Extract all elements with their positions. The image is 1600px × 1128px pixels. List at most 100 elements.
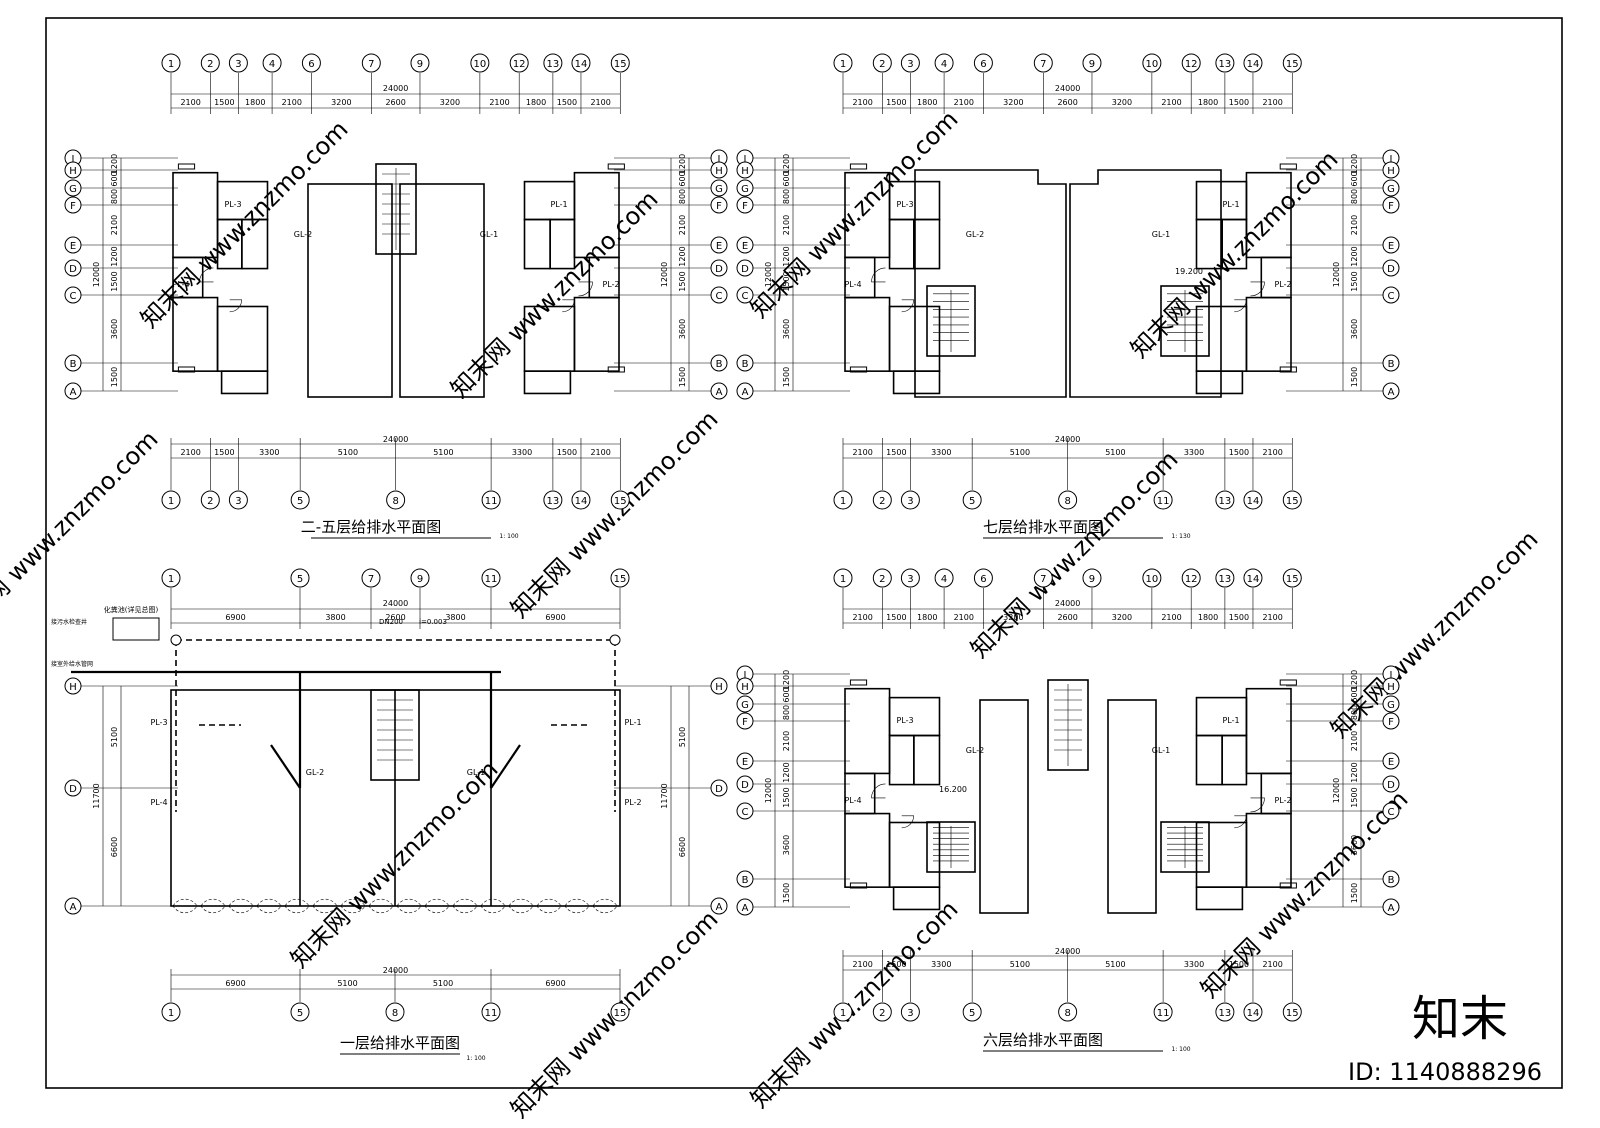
axis-bubble <box>1282 568 1302 588</box>
row-bubble <box>64 677 82 695</box>
axis-bubble <box>900 490 920 510</box>
dimension-label: 1500 <box>886 960 906 969</box>
row-bubble <box>710 179 728 197</box>
row-bubble-label: J <box>717 154 721 165</box>
axis-bubble <box>228 490 248 510</box>
vdim-total: 11700 <box>92 783 101 808</box>
dimension-label: 3200 <box>1112 613 1132 622</box>
row-bubble <box>736 286 754 304</box>
vdim-label: 1200 <box>110 154 119 174</box>
room <box>844 687 891 775</box>
vdim-label: 1500 <box>110 271 119 291</box>
axis-bubble-label: 1 <box>168 59 174 70</box>
pl4-label: PL-4 <box>844 796 861 805</box>
plan-scale: 1: 130 <box>1171 533 1190 540</box>
dimension-label: 3300 <box>1184 960 1204 969</box>
axis-bubble <box>1142 53 1162 73</box>
axis-bubble <box>934 568 954 588</box>
living-room <box>399 183 485 398</box>
row-bubble <box>736 354 754 372</box>
axis-bubble <box>610 490 630 510</box>
dimension-label: 6900 <box>225 613 245 622</box>
pl1-label: PL-1 <box>1222 200 1239 209</box>
row-bubble <box>736 236 754 254</box>
room <box>888 821 941 888</box>
dimension-label: 2100 <box>1262 448 1282 457</box>
row-bubble-label: B <box>1388 875 1395 886</box>
room <box>844 772 876 815</box>
row-bubble-label: J <box>1389 154 1393 165</box>
gl1-label: GL-1 <box>1152 746 1171 755</box>
axis-bubble-label: 3 <box>235 496 241 507</box>
axis-bubble <box>410 568 430 588</box>
dimension-label: 1800 <box>1198 98 1218 107</box>
axis-bubble <box>833 1002 853 1022</box>
room <box>1195 734 1223 786</box>
water-branch <box>270 744 301 789</box>
room <box>1195 821 1248 888</box>
axis-bubble <box>1058 1002 1078 1022</box>
vdim-label: 6600 <box>110 837 119 857</box>
door-swing <box>1234 299 1247 313</box>
axis-bubble <box>161 568 181 588</box>
axis-bubble-label: 5 <box>969 1008 975 1019</box>
axis-bubble <box>900 1002 920 1022</box>
axis-bubble <box>262 53 282 73</box>
vdim-label: 1500 <box>782 883 791 903</box>
row-bubble <box>710 236 728 254</box>
room <box>844 296 891 372</box>
vdim-label: 1500 <box>678 367 687 387</box>
row-bubble <box>710 382 728 400</box>
row-bubble-label: C <box>742 291 749 302</box>
axis-bubble-label: 2 <box>879 496 885 507</box>
dimension-label: 2100 <box>590 98 610 107</box>
dimension-label: 2100 <box>852 98 872 107</box>
row-bubble <box>710 779 728 797</box>
dimension-label: 1500 <box>1229 613 1249 622</box>
vdim-label: 1500 <box>110 367 119 387</box>
vdim-label: 1200 <box>1350 246 1359 266</box>
window <box>1279 679 1297 686</box>
row-bubble-label: D <box>741 264 749 275</box>
dimension-label: 2100 <box>852 613 872 622</box>
room <box>892 886 941 911</box>
dimension-total: 24000 <box>383 435 408 444</box>
pl2-label: PL-2 <box>624 798 641 807</box>
axis-bubble-label: 10 <box>474 59 487 70</box>
row-bubble <box>64 354 82 372</box>
dimension-label: 3200 <box>1003 613 1023 622</box>
row-bubble <box>710 196 728 214</box>
row-bubble-label: D <box>715 784 723 795</box>
stair <box>1160 285 1210 357</box>
row-bubble-label: A <box>70 387 77 398</box>
row-bubble <box>64 236 82 254</box>
axis-bubble-label: 15 <box>614 1008 627 1019</box>
row-bubble <box>64 259 82 277</box>
row-bubble <box>736 382 754 400</box>
row-bubble-label: B <box>742 359 749 370</box>
row-bubble-label: E <box>742 757 748 768</box>
axis-bubble <box>934 53 954 73</box>
row-bubble <box>1382 712 1400 730</box>
axis-bubble-label: 8 <box>392 496 398 507</box>
row-bubble-label: D <box>1387 264 1395 275</box>
axis-bubble <box>543 53 563 73</box>
axis-bubble <box>1033 568 1053 588</box>
row-bubble <box>64 161 82 179</box>
dimension-label: 1500 <box>214 98 234 107</box>
axis-bubble <box>161 490 181 510</box>
axis-bubble <box>410 53 430 73</box>
room <box>1195 218 1223 270</box>
axis-bubble-label: 3 <box>235 59 241 70</box>
vdim-label: 2100 <box>1350 215 1359 235</box>
door-swing <box>871 267 886 283</box>
gl2-label: GL-2 <box>294 230 313 239</box>
axis-bubble-label: 11 <box>485 574 498 585</box>
axis-bubble <box>385 1002 405 1022</box>
row-bubble-label: J <box>743 670 747 681</box>
axis-bubble <box>161 1002 181 1022</box>
axis-bubble <box>1181 53 1201 73</box>
vdim-label: 600 <box>782 171 791 186</box>
dimension-label: 1800 <box>245 98 265 107</box>
